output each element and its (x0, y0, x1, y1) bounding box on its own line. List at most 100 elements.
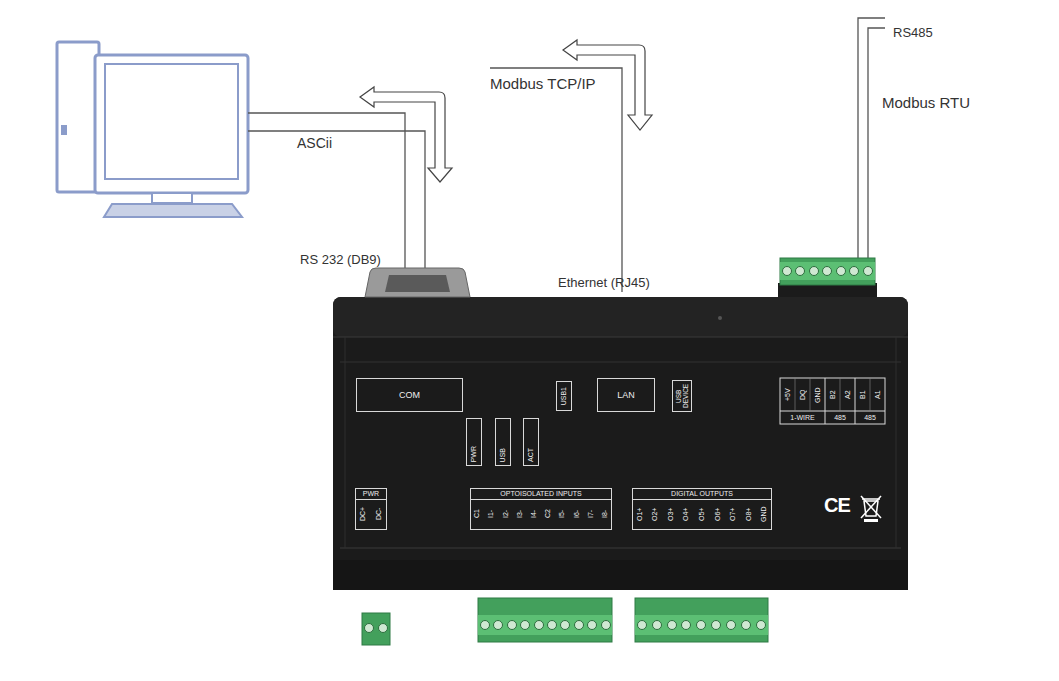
case-hole (718, 316, 722, 320)
terminal-heading: PWR (356, 489, 386, 500)
led-indicator: USB (495, 418, 511, 466)
pin-label: A2 (842, 380, 854, 410)
device-body (333, 297, 908, 590)
terminal-screw (712, 621, 721, 630)
pc-button (61, 125, 67, 135)
terminal-screw (494, 621, 503, 630)
port-label: PWR (470, 446, 478, 462)
terminal-heading: OPTOISOLATED INPUTS (471, 489, 611, 500)
connection-label: Modbus RTU (882, 94, 970, 111)
terminal-face (780, 262, 875, 280)
connection-label: ASCii (297, 135, 332, 151)
terminal-screw (535, 621, 544, 630)
weee-symbol (864, 501, 878, 516)
pin-label: O8+ (743, 500, 755, 528)
terminal-screw (757, 621, 766, 630)
pin-label: I4- (528, 500, 540, 528)
terminal-screw (668, 621, 677, 630)
case-edge (345, 337, 346, 548)
terminal-screw (575, 621, 584, 630)
table-rule (855, 378, 856, 424)
pc-tower (57, 42, 99, 192)
port-label: ACT (527, 448, 535, 462)
terminal-screw (508, 621, 517, 630)
terminal-screw (783, 267, 792, 276)
terminal-screw (682, 621, 691, 630)
terminal-screw (521, 621, 530, 630)
rs485-wire (858, 18, 885, 262)
pin-label: O7+ (727, 500, 739, 528)
connection-label: Ethernet (RJ45) (558, 275, 650, 290)
terminal-screw (837, 267, 846, 276)
case-edge (340, 548, 901, 549)
pin-label: I8- (599, 500, 611, 528)
terminal-screw (379, 624, 388, 633)
pin-label: O6+ (712, 500, 724, 528)
table-rule (870, 378, 871, 411)
table-rule (780, 411, 885, 412)
terminal-screw (365, 624, 374, 633)
terminal-screw (481, 621, 490, 630)
pin-label: I5- (556, 500, 568, 528)
data-flow-arrow (360, 87, 452, 182)
ethernet-wire (490, 68, 622, 292)
pin-label: B2 (827, 380, 839, 410)
certification-mark: CE (824, 494, 850, 517)
terminal-face (478, 615, 612, 635)
terminal-face (635, 615, 768, 635)
terminal-block (780, 258, 875, 285)
pin-label: DQ (797, 380, 809, 410)
db9-connector (365, 268, 470, 297)
case-edge (896, 337, 897, 548)
table-cell: 485 (825, 412, 855, 424)
pin-label: DC+ (357, 500, 369, 528)
pin-label: O3+ (665, 500, 677, 528)
led-indicator: PWR (466, 418, 482, 466)
port-label-box: USB1 (556, 381, 572, 411)
serial-wire (248, 131, 425, 270)
pin-label: A1 (872, 380, 884, 410)
case-edge (333, 337, 908, 338)
pin-table (780, 378, 885, 424)
terminal-screw (864, 267, 873, 276)
terminal-screw (850, 267, 859, 276)
terminal-heading: DIGITAL OUTPUTS (633, 489, 771, 500)
terminal-screw (823, 267, 832, 276)
port-label-box: LAN (597, 378, 655, 412)
monitor-frame (95, 55, 248, 193)
terminal-screw (727, 621, 736, 630)
weee-symbol (864, 519, 878, 522)
table-cell: 1-WIRE (780, 412, 825, 424)
pin-label: C2 (542, 500, 554, 528)
rs485-wire (868, 28, 885, 262)
pin-label: I2- (500, 500, 512, 528)
pin-label: GND (758, 500, 770, 528)
terminal-screw (742, 621, 751, 630)
port-label: LAN (617, 390, 635, 400)
pin-label: B1 (857, 380, 869, 410)
case-edge (340, 362, 901, 363)
port-label: USB1 (560, 387, 568, 405)
monitor-stand (152, 193, 192, 203)
pin-label: I7- (585, 500, 597, 528)
terminal-screw (561, 621, 570, 630)
pin-label: I3- (514, 500, 526, 528)
terminal-screw (796, 267, 805, 276)
pin-label: C1 (471, 500, 483, 528)
terminal-screw (697, 621, 706, 630)
port-label: USB (499, 448, 507, 462)
port-label: COM (399, 390, 420, 400)
serial-wire (248, 113, 405, 270)
keyboard (104, 204, 242, 217)
port-label-box: COM (356, 378, 463, 412)
pin-label: +5V (782, 380, 794, 410)
monitor-screen (105, 64, 238, 179)
terminal-screw (602, 621, 611, 630)
pin-label: I6- (571, 500, 583, 528)
led-indicator: ACT (523, 418, 539, 466)
table-rule (795, 378, 796, 411)
pin-label: O1+ (634, 500, 646, 528)
terminal-block (478, 598, 612, 642)
weee-symbol (861, 496, 881, 518)
